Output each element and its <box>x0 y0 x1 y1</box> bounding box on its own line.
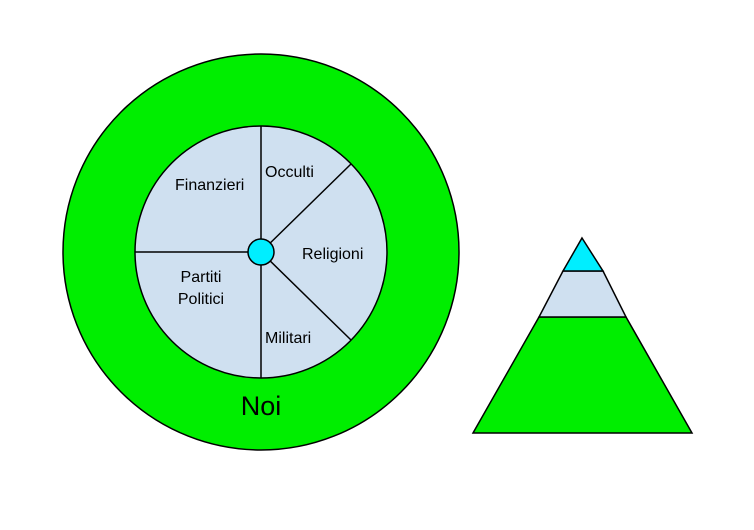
segment-label-militari: Militari <box>265 330 311 347</box>
center-dot <box>247 238 275 266</box>
circle-diagram: Finanzieri Occulti Religioni Partiti Pol… <box>62 53 460 451</box>
segment-label-partiti: Partiti <box>181 269 222 286</box>
segment-label-finanzieri: Finanzieri <box>175 177 244 194</box>
pyramid-tier-middle <box>537 270 628 318</box>
segment-label-religioni: Religioni <box>302 246 363 263</box>
divider-lower-right <box>260 251 352 341</box>
pyramid-tier-top <box>561 236 605 272</box>
segment-label-politici: Politici <box>178 291 224 308</box>
outer-ring-label: Noi <box>241 391 282 421</box>
segment-label-occulti: Occulti <box>265 164 314 181</box>
pyramid-tier-base <box>471 316 694 434</box>
divider-upper-right <box>260 163 352 253</box>
pyramid <box>471 236 694 434</box>
